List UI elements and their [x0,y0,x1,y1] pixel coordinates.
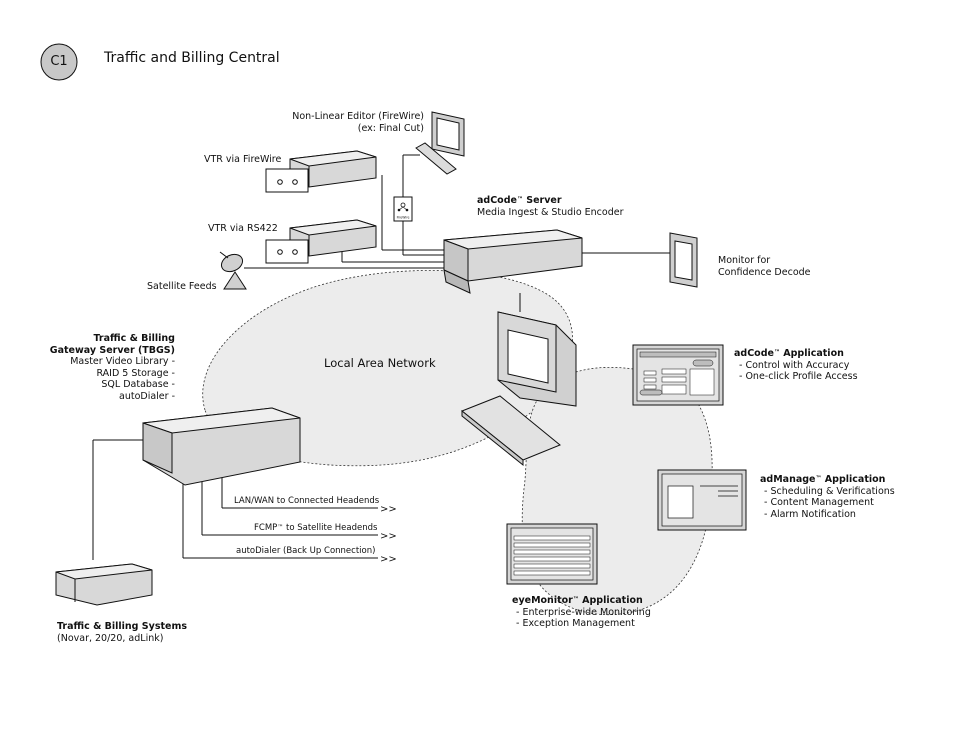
badge-label: C1 [50,54,68,69]
adcode-server-tm: ™ [516,196,523,203]
vtr-rs422-device [265,219,377,264]
tbs-device [55,563,153,606]
fcmp-tm: ™ [277,524,284,531]
admanage-app-item: - Content Management [764,497,874,508]
adcode-app-item: - Control with Accuracy [739,359,850,371]
nle-label: Non-Linear Editor (FireWire) (ex: Final … [292,111,424,134]
admanage-app-window-icon [657,469,747,531]
adcode-app-tm: ™ [773,349,780,356]
admanage-app-name: adManage [760,474,816,485]
autodialer-connection-label: autoDialer (Back Up Connection) [236,546,376,556]
eyemonitor-app-name: eyeMonitor [512,595,573,606]
adcode-server-device [443,229,583,294]
fcmp-name: FCMP [254,523,278,533]
satellite-label: Satellite Feeds [147,281,217,292]
eyemonitor-app-suffix: Application [578,595,643,606]
adcode-server-suffix: Server [522,195,562,206]
lan-wan-connection-label: LAN/WAN to Connected Headends [234,496,380,506]
fcmp-rest: to Satellite Headends [283,523,378,533]
tbgs-label: Traffic & Billing Gateway Server (TBGS) … [50,333,175,402]
tbs-sub: (Novar, 20/20, adLink) [57,632,164,644]
arrow-autodialer: >> [380,554,397,565]
arrow-lan-wan: >> [380,504,397,515]
nle-label-line1: Non-Linear Editor (FireWire) [292,111,424,122]
connection-lines [92,154,672,560]
eyemonitor-app-item: - Enterprise-wide Monitoring [516,606,651,618]
workstation-computer-icon [461,311,577,467]
vtr-firewire-device [265,150,377,193]
monitor-label-line2: Confidence Decode [718,266,811,278]
tbgs-title1: Traffic & Billing [93,333,176,344]
tbgs-item: autoDialer - [119,390,175,402]
firewire-icon: FireWire [393,196,413,222]
admanage-app-item: - Scheduling & Verifications [764,485,895,497]
tbgs-item: RAID 5 Storage - [96,367,175,379]
admanage-app-label: adManage™ Application - Scheduling & Ver… [760,474,895,520]
adcode-server-label: adCode™ Server Media Ingest & Studio Enc… [477,195,624,218]
tbgs-title2: Gateway Server (TBGS) [49,344,175,356]
adcode-app-name: adCode [734,348,774,359]
nle-label-line2: (ex: Final Cut) [357,122,424,134]
adcode-app-label: adCode™ Application - Control with Accur… [734,348,858,383]
eyemonitor-app-window-icon [506,523,598,585]
tbgs-server-device [142,407,301,486]
firewire-icon-label: FireWire [397,216,410,220]
admanage-app-item: - Alarm Notification [764,508,856,520]
adcode-app-item: - One-click Profile Access [739,371,858,382]
lan-label: Local Area Network [324,356,436,370]
fcmp-connection-label: FCMP™ to Satellite Headends [254,523,377,535]
tbs-title: Traffic & Billing Systems [57,621,188,632]
adcode-app-window-icon [632,344,724,406]
adcode-server-name: adCode [477,195,517,206]
admanage-app-tm: ™ [815,475,822,482]
vtr-firewire-label: VTR via FireWire [204,154,282,165]
monitor-label: Monitor for Confidence Decode [718,255,811,278]
tbgs-item: Master Video Library - [70,356,175,367]
satellite-dish-icon [219,251,247,290]
confidence-monitor-icon [669,232,698,288]
tbgs-item: SQL Database - [101,379,175,390]
badge-circle [40,43,78,81]
nle-computer-icon [415,111,465,175]
arrow-fcmp: >> [380,531,397,542]
tbs-label: Traffic & Billing Systems (Novar, 20/20,… [57,621,187,644]
monitor-label-line1: Monitor for [718,255,771,266]
page-title: Traffic and Billing Central [104,50,280,66]
adcode-app-suffix: Application [779,348,844,359]
adcode-server-sub: Media Ingest & Studio Encoder [477,206,624,218]
eyemonitor-app-tm: ™ [572,596,579,603]
admanage-app-suffix: Application [821,474,886,485]
eyemonitor-app-label: eyeMonitor™ Application - Enterprise-wid… [512,595,651,630]
eyemonitor-app-item: - Exception Management [516,618,635,629]
vtr-rs422-label: VTR via RS422 [208,223,278,234]
